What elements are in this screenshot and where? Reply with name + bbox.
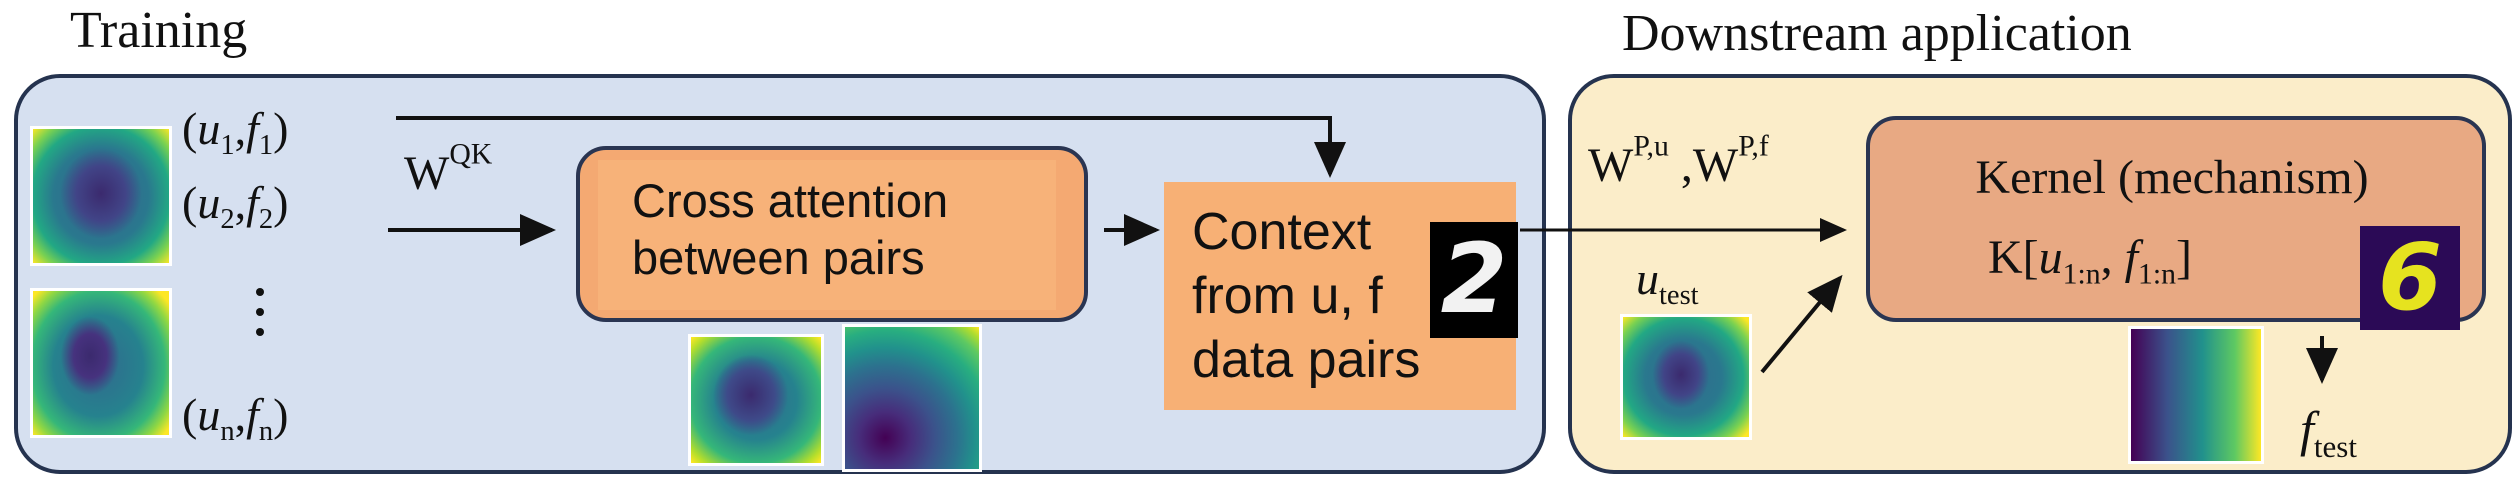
arrow-pairs-to-context [396, 116, 1346, 178]
pair-label-n: (un,fn) [182, 389, 289, 447]
f-test-image [2128, 326, 2264, 464]
wqk-label: WQK [404, 137, 493, 200]
u-field-image-1 [30, 126, 172, 266]
f-test-label: ftest [2300, 401, 2357, 464]
mnist-digit-6-image: 6 [2360, 226, 2460, 330]
wp-weights-label: WP,u ,WP,f [1588, 129, 1769, 192]
attention-input-image [688, 334, 824, 466]
attention-map-image [842, 324, 982, 472]
cross-attention-highlight [598, 160, 1056, 310]
u-test-label: utest [1636, 253, 1699, 311]
downstream-title: Downstream application [1622, 5, 2132, 62]
pair-label-2: (u2,f2) [182, 177, 289, 235]
kernel-formula: K[u1:n, f1:n] [1988, 231, 2193, 291]
training-title: Training [70, 2, 248, 59]
vertical-ellipsis [252, 288, 268, 336]
pair-label-1: (u1,f1) [182, 103, 289, 161]
mnist-digit-2-glyph: 2 [1440, 223, 1508, 335]
context-label: Context from u, f data pairs [1192, 203, 1421, 389]
mnist-digit-6-glyph: 6 [2377, 226, 2442, 330]
mnist-digit-2-image: 2 [1430, 222, 1518, 338]
u-field-image-2 [30, 288, 172, 438]
cross-attention-label: Cross attention between pairs [632, 174, 949, 284]
arrow-u-test-to-kernel [1760, 274, 1843, 374]
u-test-image [1620, 314, 1752, 440]
kernel-label: Kernel (mechanism) [1975, 151, 2369, 204]
